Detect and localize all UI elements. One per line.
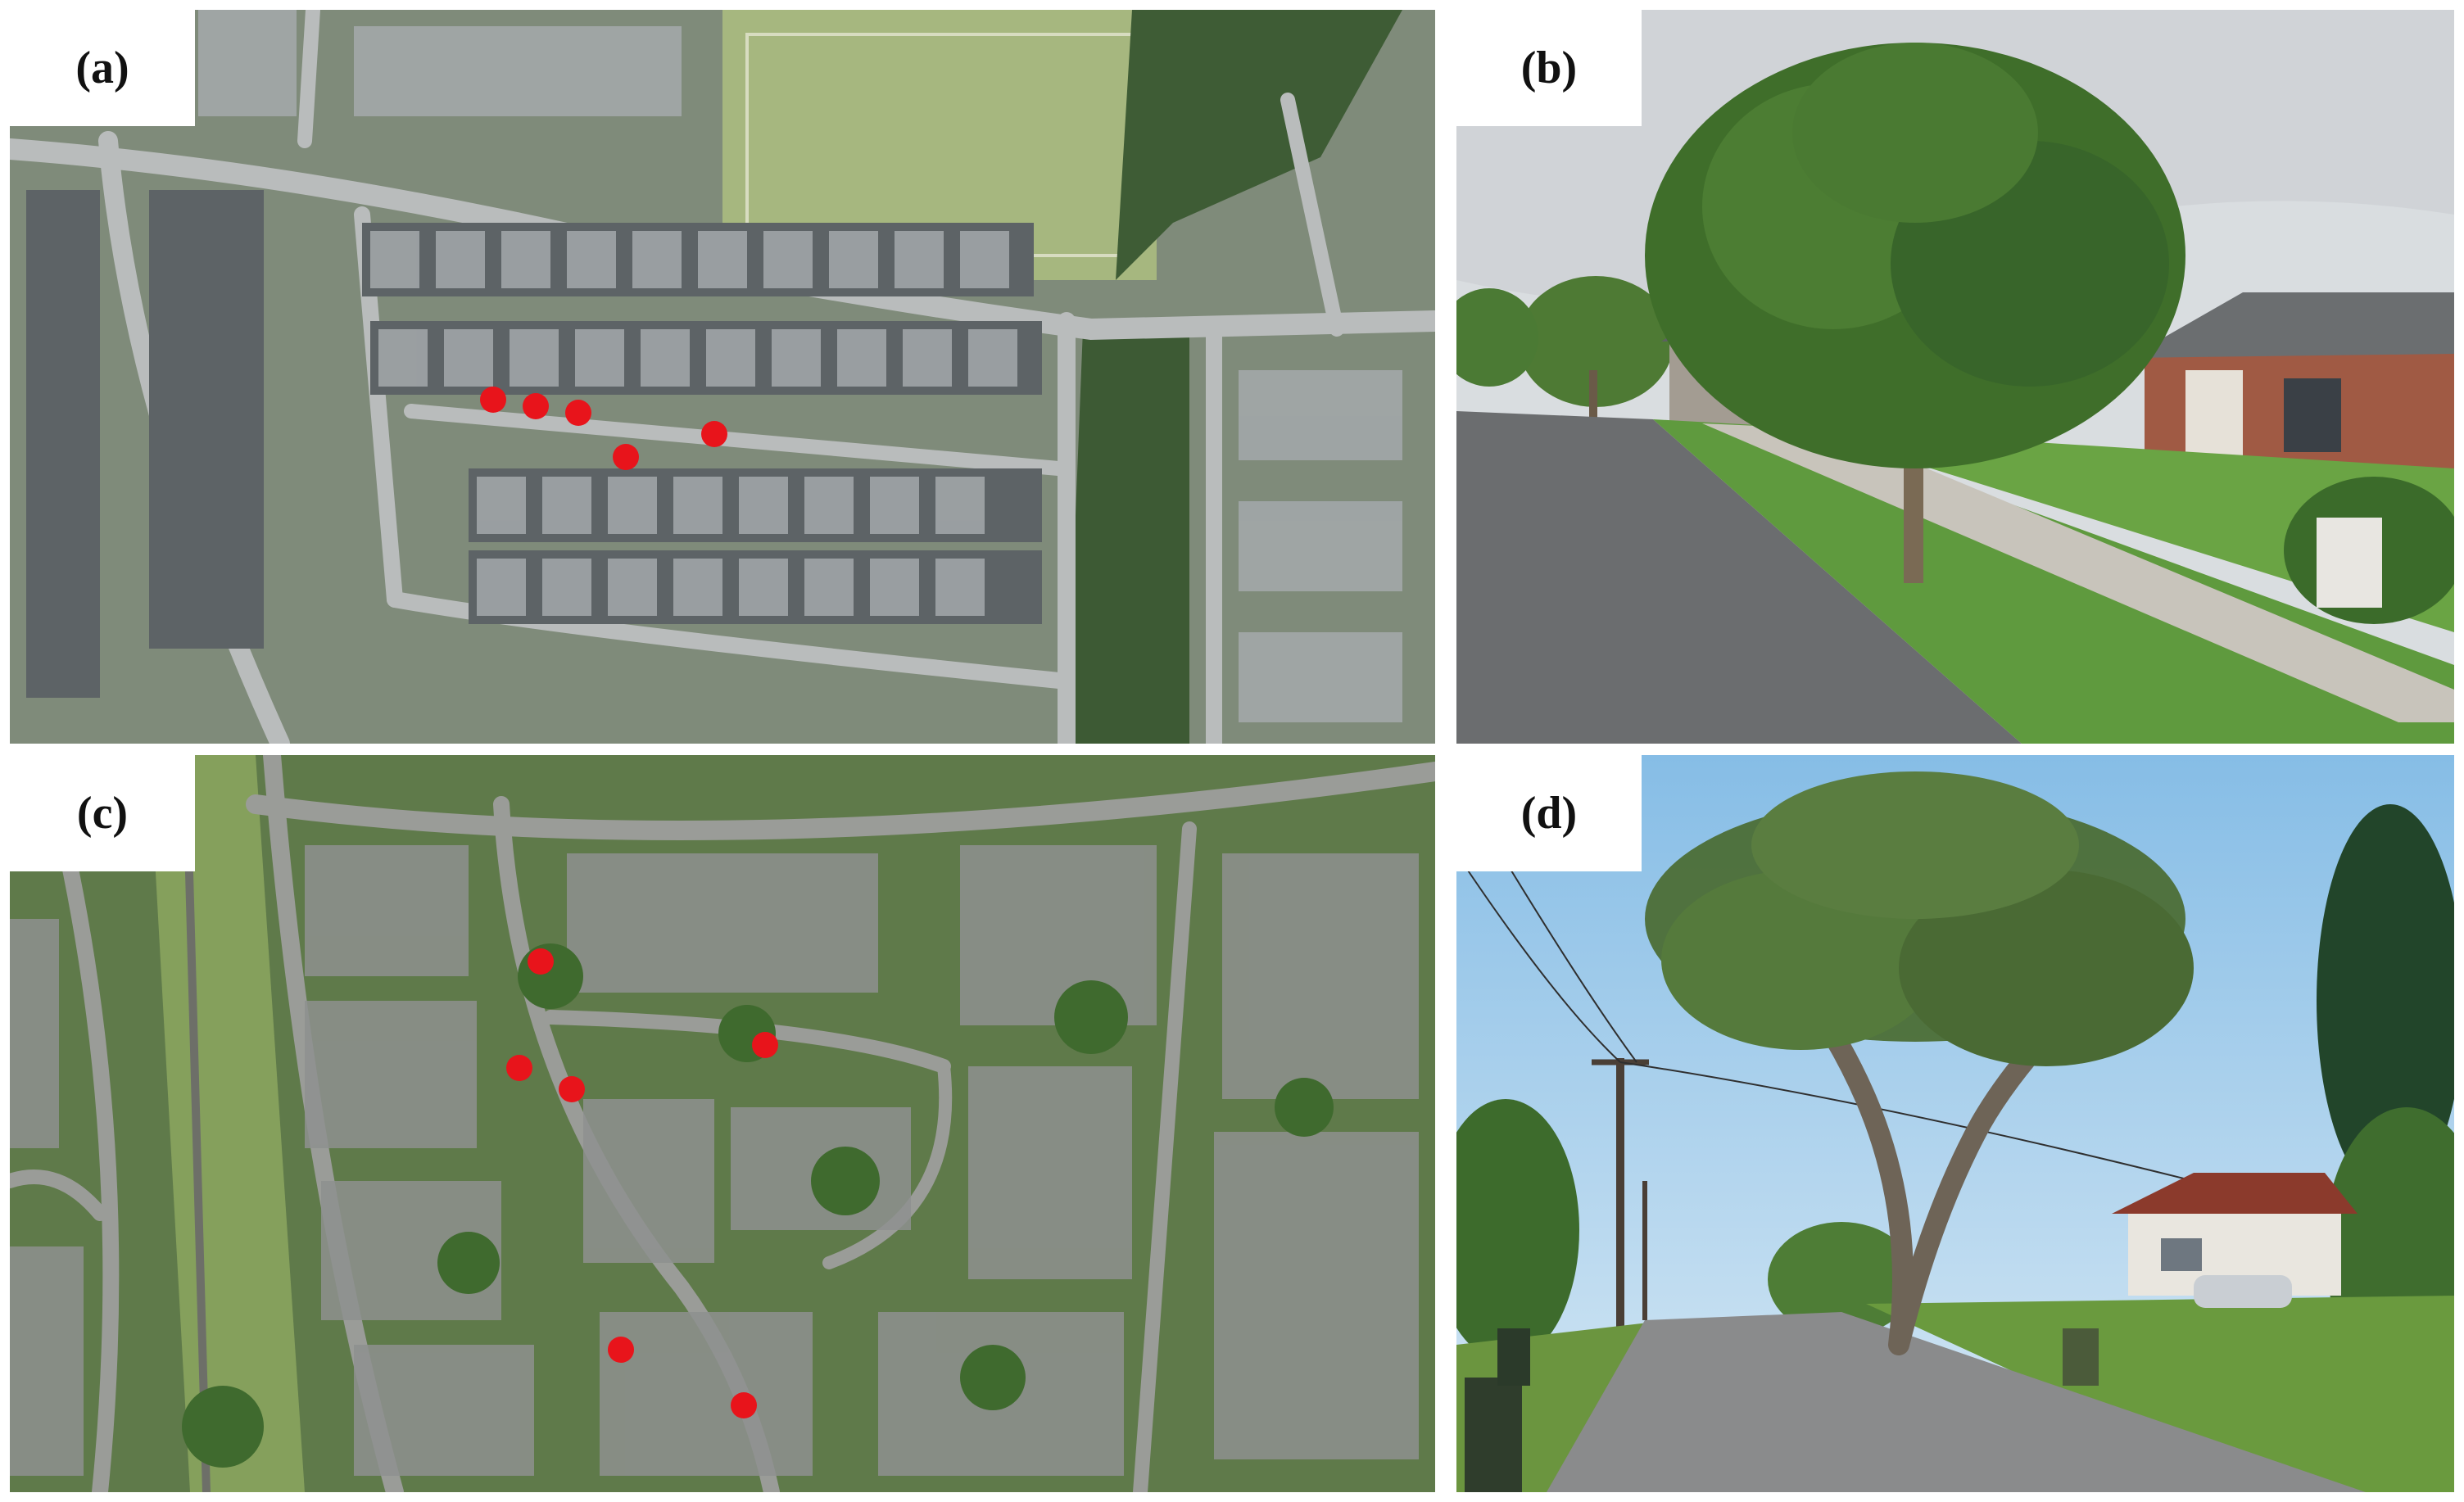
tree-marker	[523, 393, 549, 419]
bushland-strip	[1067, 329, 1189, 744]
wheelie-bin	[1465, 1378, 1522, 1492]
tree-marker	[565, 400, 591, 426]
panel-label-b: (b)	[1456, 10, 1642, 126]
house-rows	[26, 10, 1402, 722]
tree-marker	[528, 948, 554, 975]
panel-a-aerial-view: (a)	[10, 10, 1435, 744]
tree-marker	[701, 421, 727, 447]
tree-marker	[752, 1032, 778, 1058]
panel-label-a: (a)	[10, 10, 195, 126]
tree-markers-c	[506, 948, 778, 1418]
grass-verge	[1866, 1296, 2454, 1492]
panel-label-c: (c)	[10, 755, 195, 871]
panel-c-aerial-view: (c)	[10, 755, 1435, 1492]
tree-marker	[559, 1076, 585, 1102]
aerial-photo-c	[10, 755, 1435, 1492]
panel-d-street-view: (d)	[1456, 755, 2454, 1492]
panel-label-d: (d)	[1456, 755, 1642, 871]
parked-car	[2194, 1275, 2292, 1308]
footpath	[1702, 423, 2454, 722]
street-tree-far	[1518, 276, 1674, 407]
tree-marker	[731, 1392, 757, 1418]
road	[1547, 1312, 2366, 1492]
panel-b-street-view: (b)	[1456, 10, 2454, 744]
street-photo-d	[1456, 755, 2454, 1492]
tree-marker	[613, 444, 639, 470]
power-poles	[1456, 820, 2194, 1345]
grass-verge	[1653, 419, 2454, 744]
tree-marker	[608, 1337, 634, 1363]
tree-marker	[506, 1055, 532, 1081]
road	[1456, 411, 2022, 744]
street-photo-b	[1456, 10, 2454, 744]
tree-markers-a	[480, 387, 727, 470]
tree-marker	[480, 387, 506, 413]
aerial-photo-a	[10, 10, 1435, 744]
